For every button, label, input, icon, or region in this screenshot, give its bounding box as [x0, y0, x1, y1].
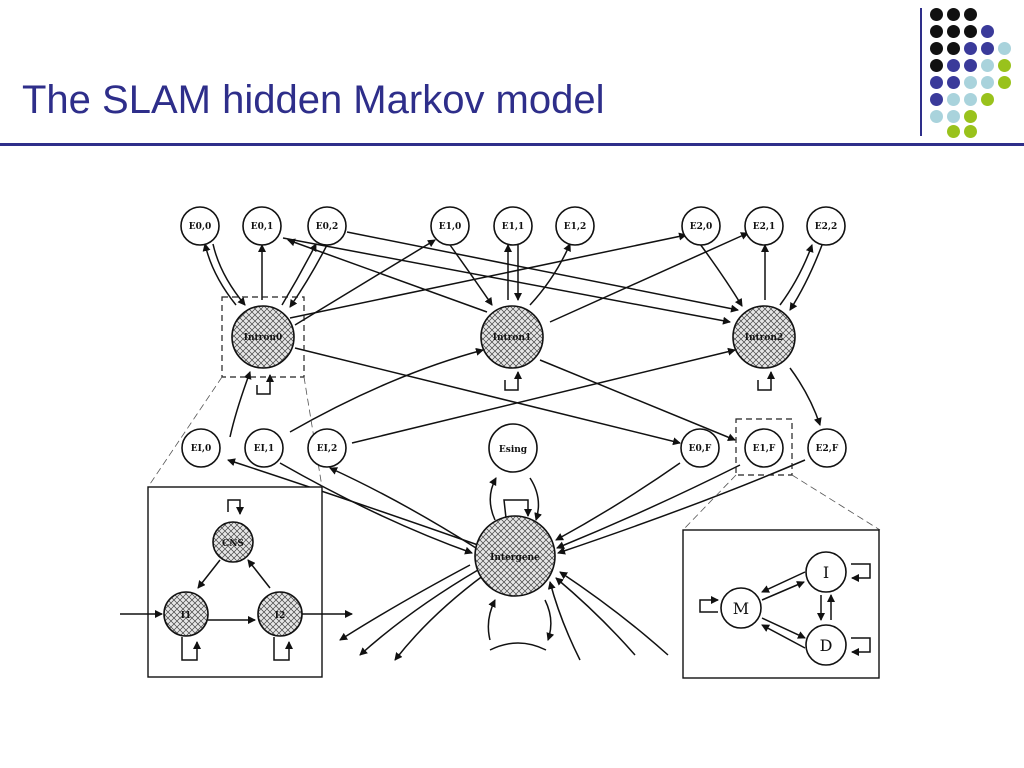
- corner-dot: [964, 93, 977, 106]
- exon-node: E1,F: [744, 428, 784, 468]
- svg-text:E0,F: E0,F: [689, 444, 712, 454]
- corner-dot: [981, 76, 994, 89]
- corner-dot: [964, 25, 977, 38]
- corner-dot: [930, 42, 943, 55]
- corner-dot: [981, 25, 994, 38]
- corner-dot: [981, 42, 994, 55]
- svg-text:Intergene: Intergene: [490, 553, 540, 563]
- exon-node: E2,0: [681, 206, 721, 246]
- exon-node: E2,1: [744, 206, 784, 246]
- svg-text:D: D: [820, 636, 833, 655]
- corner-divider: [920, 8, 922, 136]
- corner-dot: [930, 8, 943, 21]
- svg-text:E1,0: E1,0: [439, 222, 462, 232]
- exon-node: EI,1: [244, 428, 284, 468]
- intron-node: Intron1: [480, 305, 544, 369]
- exon-node: E0,0: [180, 206, 220, 246]
- exon-node: E0,F: [680, 428, 720, 468]
- corner-dot: [998, 42, 1011, 55]
- corner-dot: [947, 25, 960, 38]
- corner-dot: [964, 59, 977, 72]
- corner-dot: [930, 110, 943, 123]
- svg-text:E0,2: E0,2: [316, 222, 339, 232]
- corner-dot: [930, 76, 943, 89]
- svg-text:E2,0: E2,0: [690, 222, 713, 232]
- zoom-line: [791, 474, 881, 531]
- exon-node: Esing: [488, 423, 538, 473]
- corner-dot: [947, 8, 960, 21]
- corner-dot: [981, 59, 994, 72]
- left-inset: CNS I1 I2: [120, 486, 353, 678]
- svg-text:E1,2: E1,2: [564, 222, 587, 232]
- svg-text:E2,1: E2,1: [753, 222, 776, 232]
- intron-node: Intron2: [732, 305, 796, 369]
- top-exon-nodes: E0,0 E0,1 E0,2 E1,0 E1,1 E1,2 E2,0 E2,1 …: [180, 206, 846, 246]
- svg-text:I: I: [823, 563, 829, 582]
- exon-node: E2,2: [806, 206, 846, 246]
- edges-intergene: [227, 458, 806, 661]
- svg-text:Intron1: Intron1: [493, 333, 531, 343]
- svg-text:EI,1: EI,1: [254, 444, 274, 454]
- page-title: The SLAM hidden Markov model: [22, 78, 605, 122]
- corner-dot: [964, 76, 977, 89]
- zoom-line: [147, 376, 223, 488]
- edges-intron-bottom: [229, 347, 822, 446]
- corner-dot: [964, 110, 977, 123]
- svg-text:Intron0: Intron0: [244, 333, 282, 343]
- intergene-node: Intergene: [474, 515, 556, 597]
- svg-text:E0,0: E0,0: [189, 222, 212, 232]
- exon-node: E1,0: [430, 206, 470, 246]
- bottom-exon-nodes: EI,0 EI,1 EI,2 Esing E0,F E1,F E2,F: [181, 423, 847, 473]
- e1f-dashed-box: [735, 418, 793, 476]
- title-underline: [0, 143, 1024, 146]
- corner-dot: [964, 8, 977, 21]
- intron-node: Intron0: [231, 305, 295, 369]
- edges-exon-intron: [202, 231, 823, 326]
- exon-node: E1,1: [493, 206, 533, 246]
- intron0-dashed-box: [221, 296, 305, 378]
- zoom-line: [682, 474, 737, 531]
- svg-text:E1,1: E1,1: [502, 222, 525, 232]
- svg-text:I1: I1: [181, 611, 191, 621]
- corner-dot: [930, 93, 943, 106]
- svg-text:Intron2: Intron2: [745, 333, 783, 343]
- corner-dot: [930, 25, 943, 38]
- svg-text:E2,F: E2,F: [816, 444, 839, 454]
- corner-dot: [947, 42, 960, 55]
- exon-node: E0,1: [242, 206, 282, 246]
- corner-dot: [947, 59, 960, 72]
- intron-nodes: Intron0 Intron1 Intron2: [231, 305, 796, 369]
- svg-text:E0,1: E0,1: [251, 222, 274, 232]
- svg-text:EI,2: EI,2: [317, 444, 337, 454]
- exon-node: E2,F: [807, 428, 847, 468]
- exon-node: E1,2: [555, 206, 595, 246]
- exon-node: EI,2: [307, 428, 347, 468]
- svg-text:EI,0: EI,0: [191, 444, 211, 454]
- corner-dot: [981, 93, 994, 106]
- svg-text:E2,2: E2,2: [815, 222, 838, 232]
- corner-dot: [930, 59, 943, 72]
- corner-dot: [947, 110, 960, 123]
- exon-node: E0,2: [307, 206, 347, 246]
- corner-dot: [964, 125, 977, 138]
- svg-text:M: M: [733, 599, 749, 618]
- corner-dot: [998, 59, 1011, 72]
- intron-self-loops: [256, 371, 775, 395]
- svg-text:CNS: CNS: [222, 539, 244, 549]
- svg-text:I2: I2: [275, 611, 285, 621]
- corner-dot: [947, 93, 960, 106]
- corner-dot: [947, 76, 960, 89]
- corner-dot: [964, 42, 977, 55]
- exon-node: EI,0: [181, 428, 221, 468]
- right-inset: M I D: [682, 529, 880, 679]
- zoom-line: [303, 376, 323, 488]
- corner-dot: [947, 125, 960, 138]
- svg-text:E1,F: E1,F: [753, 444, 776, 454]
- svg-text:Esing: Esing: [499, 445, 528, 455]
- corner-dot: [998, 76, 1011, 89]
